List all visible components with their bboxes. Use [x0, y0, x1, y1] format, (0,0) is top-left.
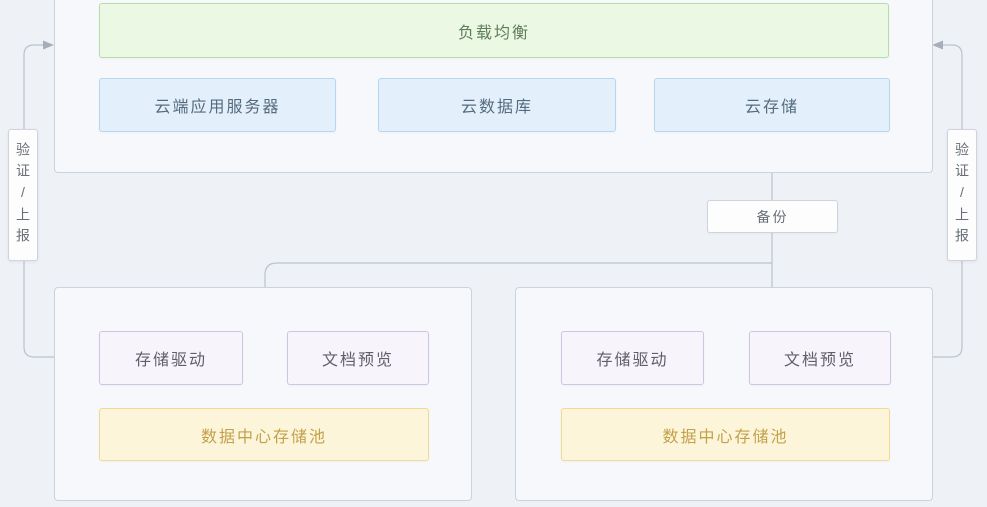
verify-report-label-right: 验证/上报 [947, 129, 977, 261]
storage-driver-label: 存储驱动 [134, 352, 207, 369]
verify-report-label-left: 验证/上报 [8, 129, 38, 261]
storage-driver-label: 存储驱动 [596, 352, 669, 369]
datacenter-right-storage-pool-node: 数据中心存储池 [561, 408, 890, 461]
datacenter-left-container: 存储驱动 文档预览 数据中心存储池 [54, 287, 472, 501]
backup-node: 备份 [707, 200, 838, 233]
load-balancer-label: 负载均衡 [457, 24, 530, 42]
arrowhead-left-verify [43, 40, 54, 50]
verify-report-right-text: 验证/上报 [954, 141, 970, 249]
datacenter-left-storage-pool-node: 数据中心存储池 [99, 408, 429, 461]
datacenter-right-storage-driver-node: 存储驱动 [561, 331, 704, 385]
cloud-database-node: 云数据库 [378, 78, 616, 132]
datacenter-right-doc-preview-node: 文档预览 [749, 331, 891, 385]
datacenter-left-doc-preview-node: 文档预览 [287, 331, 429, 385]
cloud-container: 负载均衡 云端应用服务器 云数据库 云存储 [54, 0, 933, 173]
storage-pool-label: 数据中心存储池 [662, 428, 789, 446]
cloud-database-label: 云数据库 [460, 99, 533, 116]
storage-pool-label: 数据中心存储池 [200, 428, 327, 446]
connector-left-datacenter-backup [264, 262, 772, 287]
doc-preview-label: 文档预览 [783, 352, 856, 369]
datacenter-left-storage-driver-node: 存储驱动 [99, 331, 243, 385]
verify-report-left-text: 验证/上报 [15, 141, 31, 249]
doc-preview-label: 文档预览 [321, 352, 394, 369]
datacenter-right-container: 存储驱动 文档预览 数据中心存储池 [515, 287, 933, 501]
cloud-app-server-node: 云端应用服务器 [99, 78, 336, 132]
cloud-storage-node: 云存储 [654, 78, 890, 132]
cloud-app-server-label: 云端应用服务器 [154, 99, 281, 116]
backup-label: 备份 [756, 208, 789, 225]
arrowhead-right-verify [932, 40, 943, 50]
cloud-storage-label: 云存储 [744, 99, 799, 116]
load-balancer-node: 负载均衡 [99, 3, 889, 58]
